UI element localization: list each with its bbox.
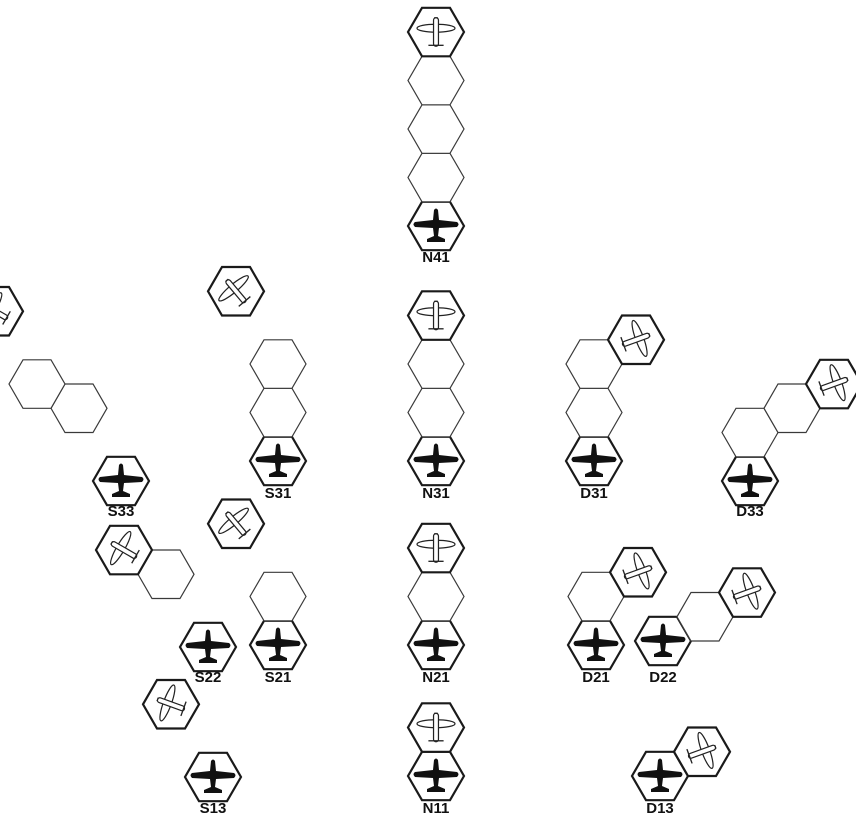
diagram-D22: D22 bbox=[633, 567, 777, 686]
diagram-D33: D33 bbox=[720, 358, 856, 520]
diagram-label: D21 bbox=[582, 669, 610, 686]
diagram-S13: S13 bbox=[141, 678, 243, 817]
diagram-label: N21 bbox=[422, 669, 450, 686]
path-hex bbox=[565, 387, 623, 438]
diagram-N11: N11 bbox=[406, 702, 466, 817]
diagram-D31: D31 bbox=[564, 314, 666, 502]
diagram-label: D31 bbox=[580, 485, 608, 502]
diagram-S31: S31 bbox=[206, 265, 308, 502]
path-hex bbox=[249, 339, 307, 389]
path-hex bbox=[407, 571, 465, 622]
diagram-label: S13 bbox=[200, 800, 227, 817]
path-hex bbox=[407, 387, 465, 438]
diagram-label: D13 bbox=[646, 800, 674, 817]
diagram-S33: S33 bbox=[0, 285, 151, 520]
path-hex bbox=[407, 104, 465, 154]
diagram-label: S21 bbox=[265, 669, 292, 686]
diagram-D13: D13 bbox=[630, 726, 732, 817]
diagram-label: S31 bbox=[265, 485, 292, 502]
target-hex bbox=[0, 285, 25, 337]
diagram-label: N31 bbox=[422, 485, 450, 502]
diagram-N31: N31 bbox=[406, 290, 466, 502]
diagram-label: S22 bbox=[195, 669, 222, 686]
diagram-label: N41 bbox=[422, 249, 450, 266]
diagram-label: D22 bbox=[649, 669, 677, 686]
diagram-D21: D21 bbox=[566, 546, 668, 686]
diagram-S21: S21 bbox=[206, 498, 308, 686]
path-hex bbox=[249, 571, 307, 622]
path-hex bbox=[249, 387, 307, 438]
diagram-S22: S22 bbox=[94, 524, 238, 686]
path-hex bbox=[407, 152, 465, 203]
diagram-label: N11 bbox=[423, 800, 450, 817]
path-hex bbox=[407, 339, 465, 389]
diagram-label: D33 bbox=[736, 503, 764, 520]
diagram-N41: N41 bbox=[406, 6, 466, 266]
path-hex bbox=[407, 55, 465, 106]
diagram-N21: N21 bbox=[406, 522, 466, 686]
path-hex bbox=[8, 359, 66, 409]
diagram-label: S33 bbox=[108, 503, 135, 520]
